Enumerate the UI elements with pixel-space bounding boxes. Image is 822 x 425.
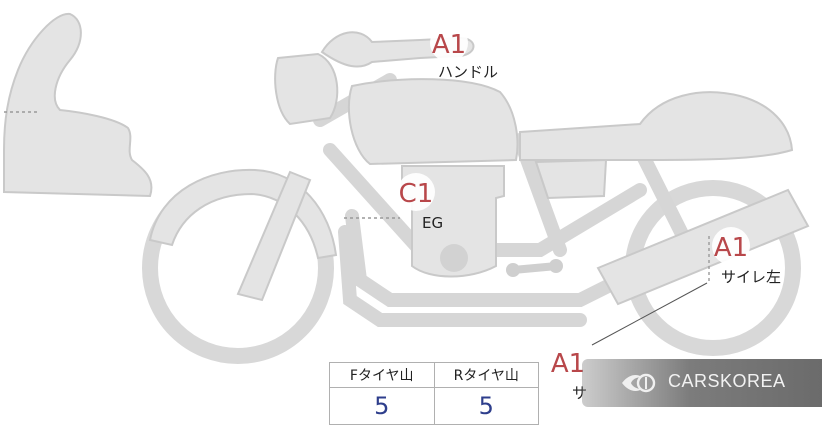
footpeg-knob-right [549, 259, 563, 273]
marker-code: C1 [399, 179, 434, 209]
marker-code: A1 [714, 233, 748, 263]
seat [519, 91, 794, 161]
rear-tire-header: Rタイヤ山 [433, 362, 539, 388]
watermark-text: CARSKOREA [668, 371, 786, 391]
marker-label: サイレ左 [721, 268, 781, 286]
marker-lower: A1 サ [549, 343, 587, 402]
footpeg-knob-left [506, 263, 520, 277]
front-tire-value: 5 [329, 387, 435, 425]
front-tire-header: Fタイヤ山 [329, 362, 435, 388]
marker-label: EG [422, 214, 443, 232]
table-value-row: 5 5 [329, 387, 539, 425]
rear-tire-value: 5 [433, 387, 539, 425]
engine-cover [440, 244, 468, 272]
flame-emblem-icon [622, 373, 656, 393]
tire-depth-table: Fタイヤ山 Rタイヤ山 5 5 [329, 362, 539, 425]
marker-label: ハンドル [438, 63, 498, 81]
fairing-part [3, 12, 153, 198]
marker-code: A1 [432, 30, 466, 60]
marker-muffler-left: A1 サイレ左 [712, 227, 781, 286]
side-cover [534, 158, 608, 200]
fuel-tank [347, 78, 519, 166]
muffler [596, 188, 810, 306]
exhaust-pipes [338, 209, 647, 327]
marker-handle: A1 ハンドル [430, 24, 498, 81]
carskorea-watermark: CARSKOREA [582, 359, 822, 407]
table-header-row: Fタイヤ山 Rタイヤ山 [329, 362, 539, 388]
headlight [274, 52, 339, 126]
marker-code: A1 [551, 349, 585, 379]
leader-lower [591, 282, 708, 346]
front-fork [236, 170, 312, 302]
marker-engine: C1 EG [397, 173, 443, 232]
